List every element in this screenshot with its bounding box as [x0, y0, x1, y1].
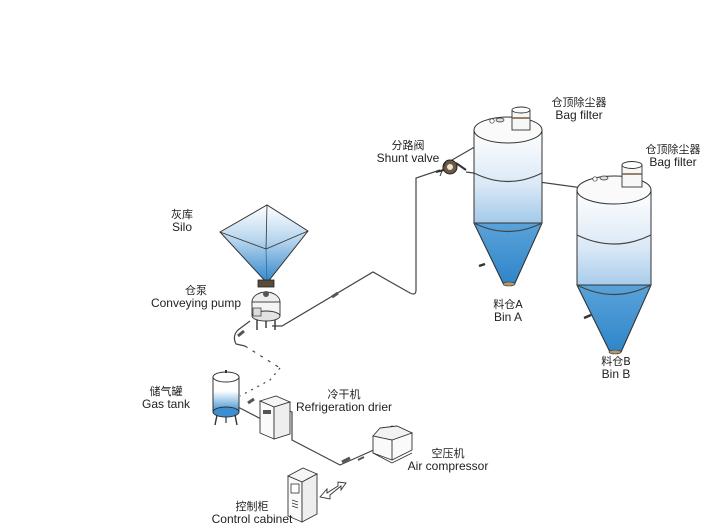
- label-control-cabinet: 控制柜 Control cabinet: [204, 500, 300, 526]
- label-gas-tank-zh: 储气罐: [149, 385, 183, 398]
- air-pipe-drier-to-compressor: [286, 409, 377, 466]
- label-bag-filter-b-en: Bag filter: [649, 155, 697, 169]
- label-shunt-valve-zh: 分路阀: [391, 139, 425, 152]
- gas-tank-icon: [212, 370, 240, 426]
- label-silo: 灰库 Silo: [164, 208, 200, 234]
- air-pipe-tank-to-drier: [235, 405, 264, 421]
- label-bag-filter-a: 仓顶除尘器 Bag filter: [544, 96, 614, 122]
- air-pipe-tank-to-pump: [233, 320, 281, 405]
- label-conveying-pump-en: Conveying pump: [150, 296, 242, 310]
- label-refrigeration-drier-en: Refrigeration drier: [295, 400, 393, 414]
- label-air-compressor: 空压机 Air compressor: [400, 447, 496, 473]
- label-air-compressor-en: Air compressor: [407, 459, 489, 473]
- label-gas-tank-en: Gas tank: [141, 397, 191, 411]
- material-pipe-pump-to-valve: [272, 169, 441, 327]
- label-silo-zh: 灰库: [171, 208, 193, 221]
- label-shunt-valve: 分路阀 Shunt valve: [372, 139, 444, 165]
- label-bin-b-en: Bin B: [601, 367, 631, 381]
- label-bag-filter-b: 仓顶除尘器 Bag filter: [638, 143, 708, 169]
- bag-filter-b-icon: [592, 161, 643, 188]
- label-bag-filter-a-en: Bag filter: [555, 108, 603, 122]
- refrigeration-drier-icon: [258, 395, 292, 440]
- silo-icon: [219, 204, 309, 288]
- label-bag-filter-a-zh: 仓顶除尘器: [551, 96, 607, 109]
- conveying-pump-icon: [251, 291, 281, 330]
- control-cabinet-icon: [286, 467, 319, 523]
- shunt-valve-icon: [435, 159, 467, 177]
- double-arrow-icon: [319, 481, 347, 500]
- label-gas-tank: 储气罐 Gas tank: [136, 385, 196, 411]
- label-control-cabinet-en: Control cabinet: [211, 512, 293, 526]
- label-bin-a: 料仓A Bin A: [486, 298, 530, 324]
- label-bin-b: 料仓B Bin B: [594, 355, 638, 381]
- air-compressor-icon: [372, 425, 414, 464]
- label-shunt-valve-en: Shunt valve: [376, 151, 440, 165]
- bin-b-icon: [576, 175, 652, 355]
- label-bag-filter-b-zh: 仓顶除尘器: [645, 143, 701, 156]
- label-conveying-pump: 仓泵 Conveying pump: [136, 284, 256, 310]
- label-refrigeration-drier: 冷干机 Refrigeration drier: [288, 388, 400, 414]
- label-control-cabinet-zh: 控制柜: [235, 500, 269, 513]
- label-refrigeration-drier-zh: 冷干机: [327, 388, 361, 401]
- label-air-compressor-zh: 空压机: [431, 447, 465, 460]
- bin-a-icon: [473, 116, 543, 287]
- label-bin-a-zh: 料仓A: [493, 298, 523, 311]
- label-bin-a-en: Bin A: [493, 310, 523, 324]
- bag-filter-a-icon: [489, 106, 531, 131]
- label-conveying-pump-zh: 仓泵: [185, 284, 207, 297]
- label-bin-b-zh: 料仓B: [601, 355, 631, 368]
- label-silo-en: Silo: [171, 220, 192, 234]
